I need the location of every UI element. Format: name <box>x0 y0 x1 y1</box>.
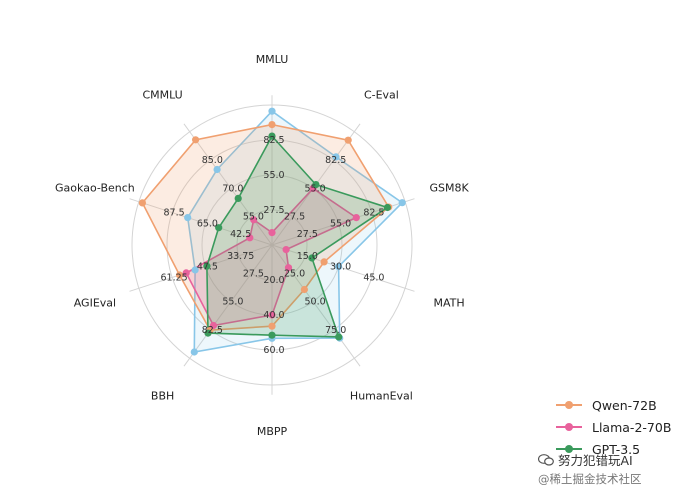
spoke-7 <box>129 244 273 292</box>
series-2-point-6 <box>204 329 212 337</box>
series-3-point-9 <box>213 165 221 174</box>
tick-label-2-1: 55.0 <box>330 218 351 229</box>
series-0-point-0 <box>268 121 276 129</box>
series-3-point-6 <box>190 348 198 356</box>
series-1-point-0 <box>268 229 276 237</box>
series-2-point-8 <box>215 224 223 232</box>
axis-label-9: CMMLU <box>142 88 182 101</box>
tick-label-3-2: 45.0 <box>363 272 384 283</box>
tick-label-6-0: 27.5 <box>243 268 264 279</box>
legend-swatch-llama <box>556 422 582 432</box>
tick-label-0-2: 82.5 <box>263 135 284 146</box>
tick-label-5-1: 40.0 <box>263 310 284 321</box>
series-2-point-9 <box>234 194 242 202</box>
tick-label-5-0: 20.0 <box>263 275 284 286</box>
series-1-point-4 <box>284 264 293 272</box>
tick-label-4-0: 25.0 <box>284 268 305 279</box>
spoke-3 <box>271 244 415 292</box>
legend-swatch-qwen <box>556 400 582 410</box>
watermark-line2: @稀土掘金技术社区 <box>538 472 642 486</box>
series-1-point-8 <box>246 234 254 242</box>
tick-label-9-0: 55.0 <box>243 212 264 223</box>
axis-label-6: BBH <box>151 390 174 403</box>
legend-item-llama: Llama-2-70B <box>556 416 691 438</box>
tick-label-8-1: 65.0 <box>197 218 218 229</box>
series-3-point-1 <box>332 153 340 161</box>
tick-label-3-0: 15.0 <box>297 251 318 262</box>
tick-label-1-1: 55.0 <box>305 183 326 194</box>
wechat-icon <box>538 454 554 466</box>
axis-label-7: AGIEval <box>74 297 116 310</box>
series-0-point-1 <box>344 136 352 144</box>
series-0-point-9 <box>192 136 200 144</box>
spoke-6 <box>183 244 273 367</box>
tick-label-5-2: 60.0 <box>263 345 284 356</box>
series-2-point-5 <box>268 331 276 339</box>
tick-label-4-2: 75.0 <box>325 325 346 336</box>
axis-label-5: MBPP <box>257 425 288 438</box>
series-3-point-3 <box>335 263 343 271</box>
series-0-point-8 <box>138 199 146 207</box>
legend-item-gpt35: GPT-3.5 <box>556 438 691 460</box>
tick-label-8-2: 87.5 <box>164 208 185 219</box>
series-0-point-5 <box>268 322 276 330</box>
legend-label-qwen: Qwen-72B <box>592 397 657 413</box>
series-2-point-2 <box>383 203 391 212</box>
axis-label-2: GSM8K <box>429 182 469 195</box>
legend-item-qwen: Qwen-72B <box>556 394 691 416</box>
tick-label-0-1: 55.0 <box>263 170 284 181</box>
tick-label-8-0: 42.5 <box>230 229 251 240</box>
series-1-point-3 <box>282 246 290 254</box>
tick-label-7-0: 33.75 <box>227 251 254 262</box>
tick-label-9-2: 85.0 <box>202 155 223 166</box>
tick-label-2-2: 82.5 <box>363 208 384 219</box>
series-3-point-0 <box>268 107 276 115</box>
legend-swatch-gpt35 <box>556 444 582 454</box>
spoke-9 <box>183 123 273 246</box>
axis-label-1: C-Eval <box>364 88 399 101</box>
series-0-point-3 <box>320 258 328 266</box>
series-2-point-3 <box>308 254 316 262</box>
tick-label-7-1: 47.5 <box>197 262 218 273</box>
series-3-point-8 <box>184 214 192 222</box>
series-3-point-2 <box>398 199 406 207</box>
axis-label-3: MATH <box>434 297 465 310</box>
tick-label-4-1: 50.0 <box>305 297 326 308</box>
legend: Qwen-72B Llama-2-70B GPT-3.5 <box>556 394 691 460</box>
tick-label-2-0: 27.5 <box>297 229 318 240</box>
series-0-point-7 <box>175 271 184 279</box>
tick-label-1-0: 27.5 <box>284 212 305 223</box>
tick-label-6-1: 55.0 <box>222 297 243 308</box>
tick-label-0-0: 27.5 <box>263 205 284 216</box>
legend-label-gpt35: GPT-3.5 <box>592 441 641 457</box>
series-1-point-9 <box>250 216 258 224</box>
series-1-point-2 <box>352 214 360 222</box>
tick-label-1-2: 82.5 <box>325 155 346 166</box>
radar-chart: 27.555.082.527.555.082.527.555.082.515.0… <box>55 53 469 438</box>
series-2-point-4 <box>335 333 343 341</box>
tick-label-7-2: 61.25 <box>160 272 187 283</box>
legend-label-llama: Llama-2-70B <box>592 419 672 435</box>
series-1-point-6 <box>209 321 218 330</box>
series-2-point-1 <box>312 181 320 189</box>
axis-label-4: HumanEval <box>350 390 413 403</box>
series-2-point-7 <box>203 262 211 270</box>
series-1-point-7 <box>182 269 190 277</box>
tick-label-3-1: 30.0 <box>330 262 351 273</box>
series-1-point-5 <box>268 311 276 319</box>
axis-label-8: Gaokao-Bench <box>55 182 135 195</box>
watermark-line1: 努力犯错玩AI <box>538 452 691 470</box>
watermark-text: 努力犯错玩AI <box>558 453 633 468</box>
watermark: 努力犯错玩AI @稀土掘金技术社区 <box>538 452 691 488</box>
tick-label-9-1: 70.0 <box>222 183 243 194</box>
series-0-point-4 <box>300 285 308 294</box>
axis-label-0: MMLU <box>256 53 289 66</box>
tick-label-6-2: 82.5 <box>202 325 223 336</box>
series-3-point-7 <box>191 266 199 274</box>
series-2-point-0 <box>268 132 276 140</box>
